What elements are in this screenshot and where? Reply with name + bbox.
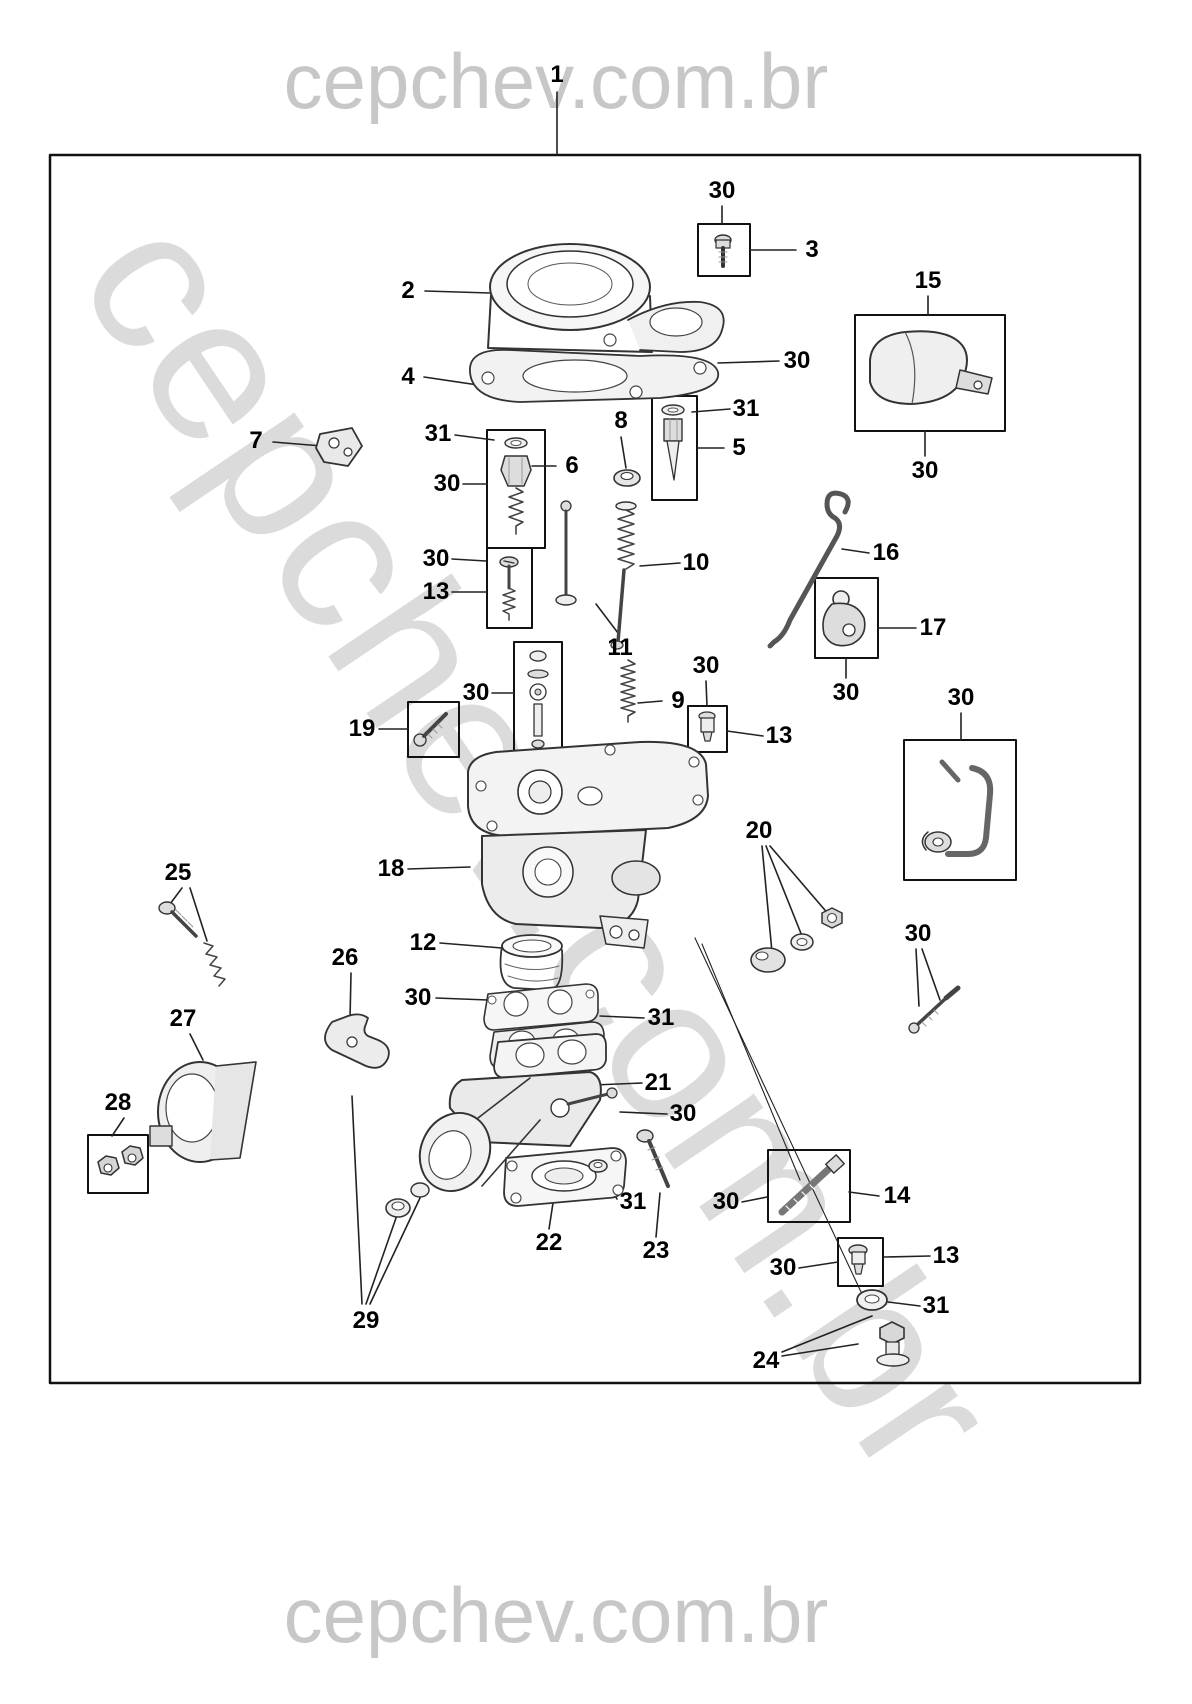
part-callout-14: 14 (883, 1182, 911, 1209)
part-callout-7: 7 (249, 427, 263, 454)
part-30-pin (908, 985, 961, 1034)
part-11-pump-rod (555, 500, 577, 606)
part-14-bolt (778, 1154, 845, 1216)
part-6-needle-valve (500, 437, 532, 535)
part-callout-15: 15 (914, 267, 942, 294)
part-29-washers (385, 1182, 430, 1218)
part-27-diaphragm-cover (149, 1061, 257, 1163)
part-8-washer (613, 469, 641, 487)
part-23-screw (636, 1129, 670, 1188)
part-10-spring-rod (610, 501, 637, 650)
part-callout-30: 30 (404, 984, 432, 1011)
part-jet-parts-column (527, 650, 549, 749)
part-callout-9: 9 (671, 687, 685, 714)
part-18-main-body (467, 740, 709, 949)
part-31-washer-large (856, 1289, 888, 1311)
part-callout-8: 8 (614, 407, 628, 434)
part-callout-23: 23 (642, 1237, 670, 1264)
part-2-air-horn (487, 243, 725, 353)
part-callout-16: 16 (872, 539, 900, 566)
part-callout-12: 12 (409, 929, 437, 956)
part-callout-26: 26 (331, 944, 359, 971)
watermark-top: cepchev.com.br (283, 37, 829, 125)
part-callout-13: 13 (422, 578, 450, 605)
part-callout-30: 30 (462, 679, 490, 706)
part-callout-28: 28 (104, 1089, 132, 1116)
part-callout-30: 30 (712, 1188, 740, 1215)
part-callout-5: 5 (732, 434, 746, 461)
part-callout-30: 30 (911, 457, 939, 484)
part-callout-31: 31 (619, 1188, 647, 1215)
part-25-screw-spring (158, 901, 226, 987)
part-callout-13: 13 (932, 1242, 960, 1269)
part-31-washer-small (588, 1159, 608, 1173)
part-callout-25: 25 (164, 859, 192, 886)
part-13-plug (698, 711, 716, 742)
diagram-frame (48, 153, 1142, 1385)
part-callout-21: 21 (644, 1069, 672, 1096)
part-callout-30: 30 (433, 470, 461, 497)
part-26-lever (324, 1013, 390, 1069)
part-callout-2: 2 (401, 277, 415, 304)
part-vent-tube-clip (921, 759, 994, 857)
part-callout-3: 3 (805, 236, 819, 263)
part-17-cam-lever (822, 590, 866, 647)
part-callout-30: 30 (692, 652, 720, 679)
part-callout-17: 17 (919, 614, 947, 641)
part-callout-1: 1 (550, 61, 564, 88)
part-callout-13: 13 (765, 722, 793, 749)
part-12-venturi (499, 934, 564, 991)
part-callout-27: 27 (169, 1005, 197, 1032)
part-callout-6: 6 (565, 452, 579, 479)
part-13-bolt-bottom (848, 1244, 868, 1275)
part-28-nuts (97, 1145, 144, 1176)
part-callout-24: 24 (752, 1347, 780, 1374)
part-21-throttle-body (448, 1033, 618, 1147)
part-callout-30: 30 (422, 545, 450, 572)
watermark-bottom: cepchev.com.br (283, 1571, 829, 1659)
part-callout-30: 30 (947, 684, 975, 711)
part-24-bolt (876, 1321, 910, 1367)
part-callout-10: 10 (682, 549, 710, 576)
part-callout-31: 31 (424, 420, 452, 447)
part-callout-30: 30 (769, 1254, 797, 1281)
part-callout-22: 22 (535, 1229, 563, 1256)
part-9-spring (620, 659, 636, 723)
part-5-needle-assembly (661, 404, 685, 481)
part-callout-30: 30 (669, 1100, 697, 1127)
part-16-choke-rod (767, 490, 851, 649)
part-callout-18: 18 (377, 855, 405, 882)
part-callout-11: 11 (607, 634, 633, 661)
part-20-hardware (750, 907, 843, 973)
part-callout-30: 30 (708, 177, 736, 204)
part-19-screw (413, 712, 448, 747)
part-callout-30: 30 (904, 920, 932, 947)
part-callout-31: 31 (647, 1004, 675, 1031)
part-4-flange-gasket (469, 349, 719, 403)
part-pump-cover-cone (418, 1077, 541, 1192)
part-callout-31: 31 (732, 395, 760, 422)
part-callout-31: 31 (922, 1292, 950, 1319)
part-callout-30: 30 (783, 347, 811, 374)
part-callout-30: 30 (832, 679, 860, 706)
part-15-float (869, 330, 993, 405)
part-13-screw-spring (499, 556, 519, 621)
part-callout-20: 20 (745, 817, 773, 844)
part-callout-4: 4 (401, 363, 415, 390)
part-3-screw (714, 234, 732, 268)
part-7-bracket (315, 427, 363, 467)
leader-lines (111, 91, 962, 1357)
part-callout-29: 29 (352, 1307, 380, 1334)
part-callout-19: 19 (348, 715, 376, 742)
